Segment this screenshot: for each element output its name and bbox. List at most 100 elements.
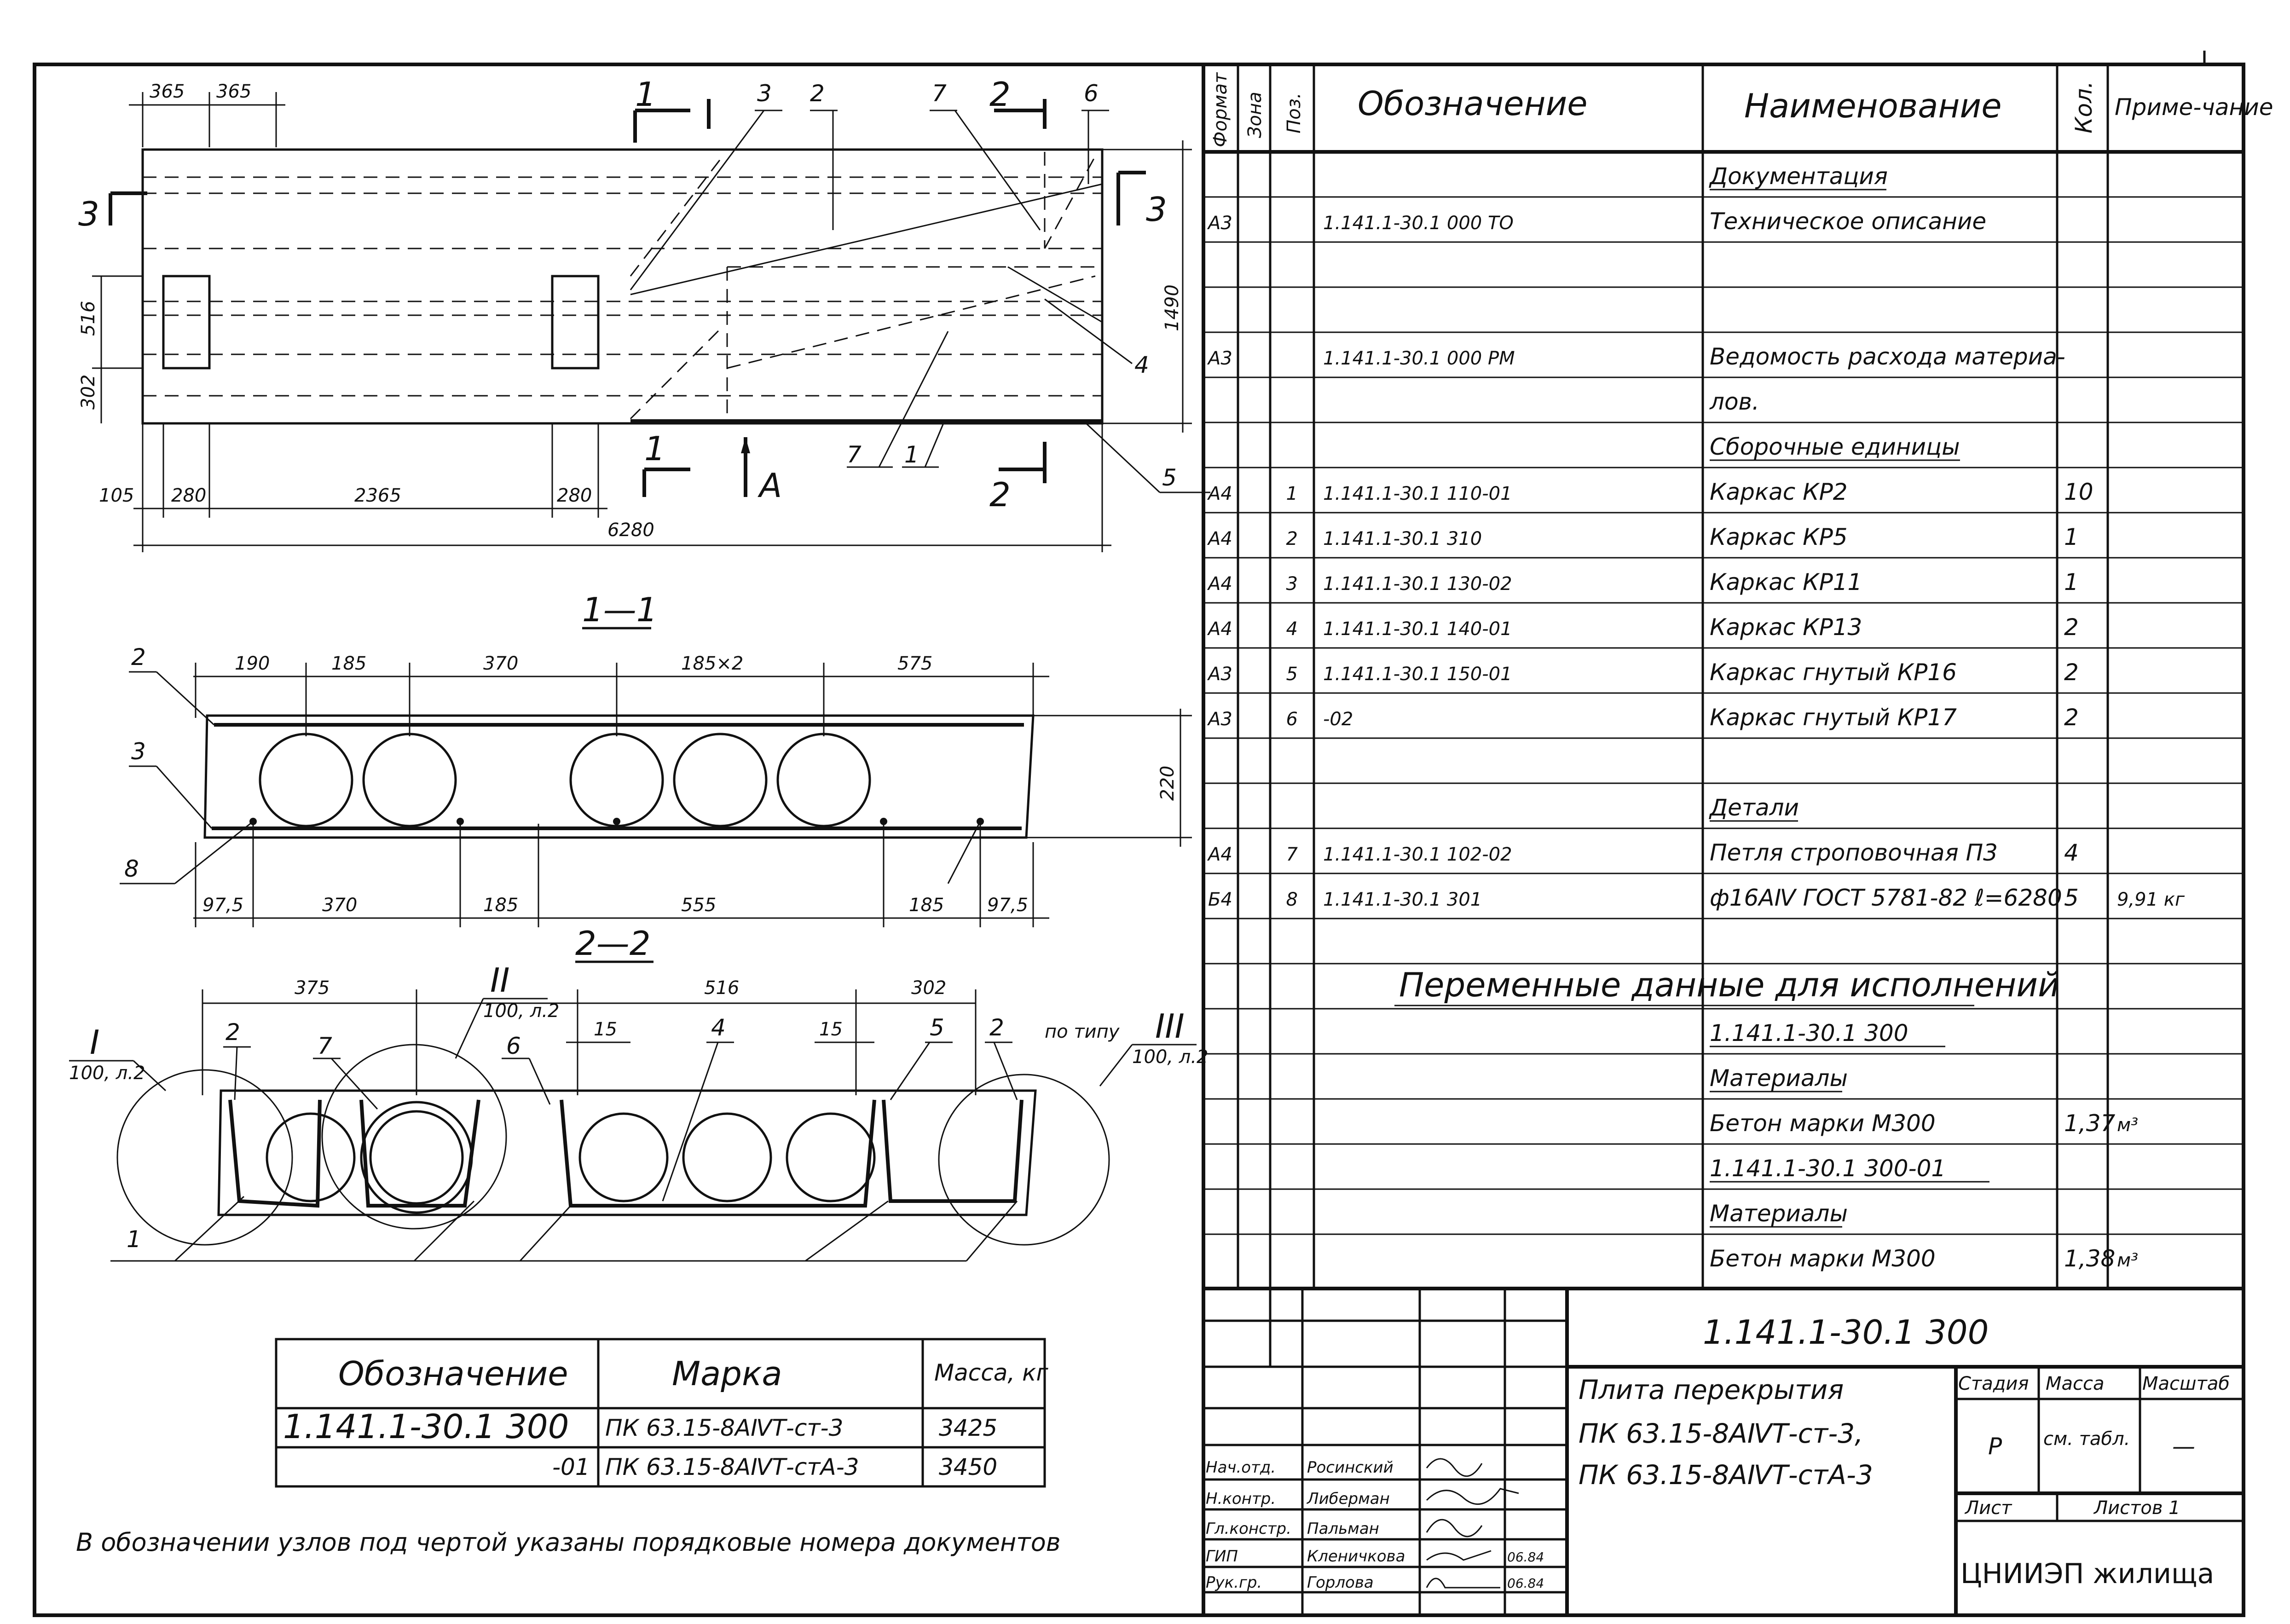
spec-row-5-fmt: А3 xyxy=(1207,348,1232,369)
spec-row-12-qty: 2 xyxy=(2064,659,2079,686)
spec-row-10-qty: 1 xyxy=(2064,569,2079,595)
spec-row-23-name: 1.141.1-30.1 300-01 xyxy=(1710,1155,1946,1182)
title-sheet-h: Лист xyxy=(1964,1497,2012,1519)
s11-bot-185a: 185 xyxy=(483,895,518,916)
node-I-ref: 100, л.2 xyxy=(69,1063,145,1084)
spec-row-17-fmt: Б4 xyxy=(1208,889,1232,910)
title-scale-h: Масштаб xyxy=(2142,1373,2230,1394)
spec-row-16-pos: 7 xyxy=(1286,844,1298,865)
title-person-name-5: Горлова xyxy=(1307,1573,1374,1592)
s11-pos-2: 2 xyxy=(131,644,146,670)
spec-row-13-name: Каркас гнутый КР17 xyxy=(1710,704,1957,731)
spec-row-25-name: Бетон марки М300 xyxy=(1710,1245,1936,1272)
spec-row-17-qty: 5 xyxy=(2064,884,2079,911)
s11-top-185x2: 185×2 xyxy=(681,653,743,674)
mark-table-r1-code: 1.141.1-30.1 300 xyxy=(283,1407,569,1446)
spec-row-9-qty: 1 xyxy=(2064,524,2079,550)
plan-dim-516: 516 xyxy=(78,301,99,336)
title-person-name-2: Либерман xyxy=(1306,1490,1390,1508)
spec-row-25-note: м³ xyxy=(2117,1250,2138,1271)
section-mark-3-left: 3 xyxy=(78,195,99,233)
spec-row-12-name: Каркас гнутый КР16 xyxy=(1710,659,1957,686)
sheet-frame xyxy=(33,63,2245,1617)
plan-dims-right: 1490 xyxy=(1102,140,1192,433)
title-date-2: 06.84 xyxy=(1507,1576,1544,1591)
s22-dim-15a: 15 xyxy=(594,1019,617,1040)
spec-row-15-name: Детали xyxy=(1709,794,1799,821)
plan-view xyxy=(141,148,1104,425)
spec-row-11-pos: 4 xyxy=(1286,618,1298,640)
spec-row-9-code: 1.141.1-30.1 310 xyxy=(1323,528,1482,549)
spec-h-qty: Кол. xyxy=(2070,81,2097,133)
spec-h-format: Формат xyxy=(1210,72,1231,147)
section-marks: 1 2 3 3 2 1 А xyxy=(78,75,1167,514)
s11-bot-370: 370 xyxy=(322,895,357,916)
spec-row-12-fmt: А3 xyxy=(1207,664,1232,685)
s11-top-190: 190 xyxy=(235,653,270,674)
s22-dim-375: 375 xyxy=(295,977,330,999)
title-person-role-4: ГИП xyxy=(1206,1547,1238,1566)
s22-pos-2b: 2 xyxy=(989,1014,1004,1041)
spec-row-17-pos: 8 xyxy=(1286,889,1298,910)
spec-row-10-code: 1.141.1-30.1 130-02 xyxy=(1323,573,1512,595)
title-date-1: 06.84 xyxy=(1507,1549,1544,1565)
mark-table-r1-mark: ПК 63.15-8АⅣТ-ст-3 xyxy=(605,1415,843,1441)
title-scale: — xyxy=(2172,1433,2195,1460)
s11-top-575: 575 xyxy=(897,653,932,674)
spec-row-17-note: 9,91 кг xyxy=(2117,889,2185,910)
plan-pos-1: 1 xyxy=(904,441,919,468)
plan-dims-top: 365 365 xyxy=(129,81,285,147)
spec-row-22-note: м³ xyxy=(2117,1115,2138,1136)
section-2-2: 2—2 375 516 302 15 15 I 100, л.2 II xyxy=(69,924,1209,1262)
view-a-label: А xyxy=(758,466,782,505)
plan-dim-overall: 6280 xyxy=(607,520,654,541)
title-person-role-1: Нач.отд. xyxy=(1206,1458,1276,1477)
plan-dims-bottom: 105 280 2365 280 6280 xyxy=(99,423,1111,552)
spec-row-17-name: ф16АⅣ ГОСТ 5781-82 ℓ=6280 xyxy=(1710,884,2062,911)
plan-pos-2: 2 xyxy=(810,80,825,107)
plan-pos-3: 3 xyxy=(757,80,772,107)
spec-row-16-code: 1.141.1-30.1 102-02 xyxy=(1323,844,1512,865)
s11-top-185: 185 xyxy=(331,653,366,674)
plan-dims-left: 516 302 xyxy=(78,275,143,423)
plan-dim-280a: 280 xyxy=(171,485,206,506)
spec-row-5-name: Ведомость расхода материа- xyxy=(1710,343,2065,370)
spec-row-8-fmt: А4 xyxy=(1207,483,1232,504)
plan-pos-7-bottom: 7 xyxy=(847,441,862,468)
s22-pos-2a: 2 xyxy=(226,1019,240,1046)
spec-row-8-name: Каркас КР2 xyxy=(1710,479,1848,505)
node-III-ref: 100, л.2 xyxy=(1132,1046,1209,1068)
spec-row-8-pos: 1 xyxy=(1286,483,1298,504)
s11-bot-97-5b: 97,5 xyxy=(987,895,1028,916)
section-mark-2-top: 2 xyxy=(989,75,1011,114)
spec-row-8-qty: 10 xyxy=(2064,479,2093,505)
mark-table-r1-mass: 3425 xyxy=(939,1415,997,1441)
spec-row-5-code: 1.141.1-30.1 000 РМ xyxy=(1323,348,1515,369)
plan-pos-7-top: 7 xyxy=(932,80,947,107)
spec-h-code: Обозначение xyxy=(1358,84,1588,123)
mark-table-h-mark: Марка xyxy=(672,1354,782,1393)
mark-table-h-mass: Масса, кг xyxy=(934,1359,1048,1386)
spec-row-13-fmt: А3 xyxy=(1207,709,1232,730)
section-2-2-title: 2—2 xyxy=(575,924,651,963)
title-mass-h: Масса xyxy=(2046,1373,2105,1394)
plan-pos-5: 5 xyxy=(1162,464,1177,491)
node-III-prefix: по типу xyxy=(1045,1021,1120,1042)
spec-row-20-name: 1.141.1-30.1 300 xyxy=(1710,1020,1908,1046)
plan-pos-6: 6 xyxy=(1084,80,1099,107)
spec-row-12-code: 1.141.1-30.1 150-01 xyxy=(1323,664,1512,685)
spec-row-10-name: Каркас КР11 xyxy=(1710,569,1862,595)
spec-row-6-name: лов. xyxy=(1709,388,1759,415)
s22-dim-15b: 15 xyxy=(819,1019,843,1040)
mark-table-h-code: Обозначение xyxy=(338,1354,568,1393)
spec-h-name: Наименование xyxy=(1744,87,2002,125)
title-sheets-h: Листов 1 xyxy=(2093,1497,2180,1519)
spec-row-1-name: Документация xyxy=(1709,163,1888,190)
plan-pos-4: 4 xyxy=(1134,352,1149,378)
plan-dim-105: 105 xyxy=(99,485,134,506)
spec-row-9-name: Каркас КР5 xyxy=(1710,524,1848,550)
s11-height-220: 220 xyxy=(1157,766,1178,801)
s22-pos-7: 7 xyxy=(318,1033,332,1059)
s11-top-370: 370 xyxy=(483,653,518,674)
title-person-role-3: Гл.констр. xyxy=(1206,1520,1291,1538)
